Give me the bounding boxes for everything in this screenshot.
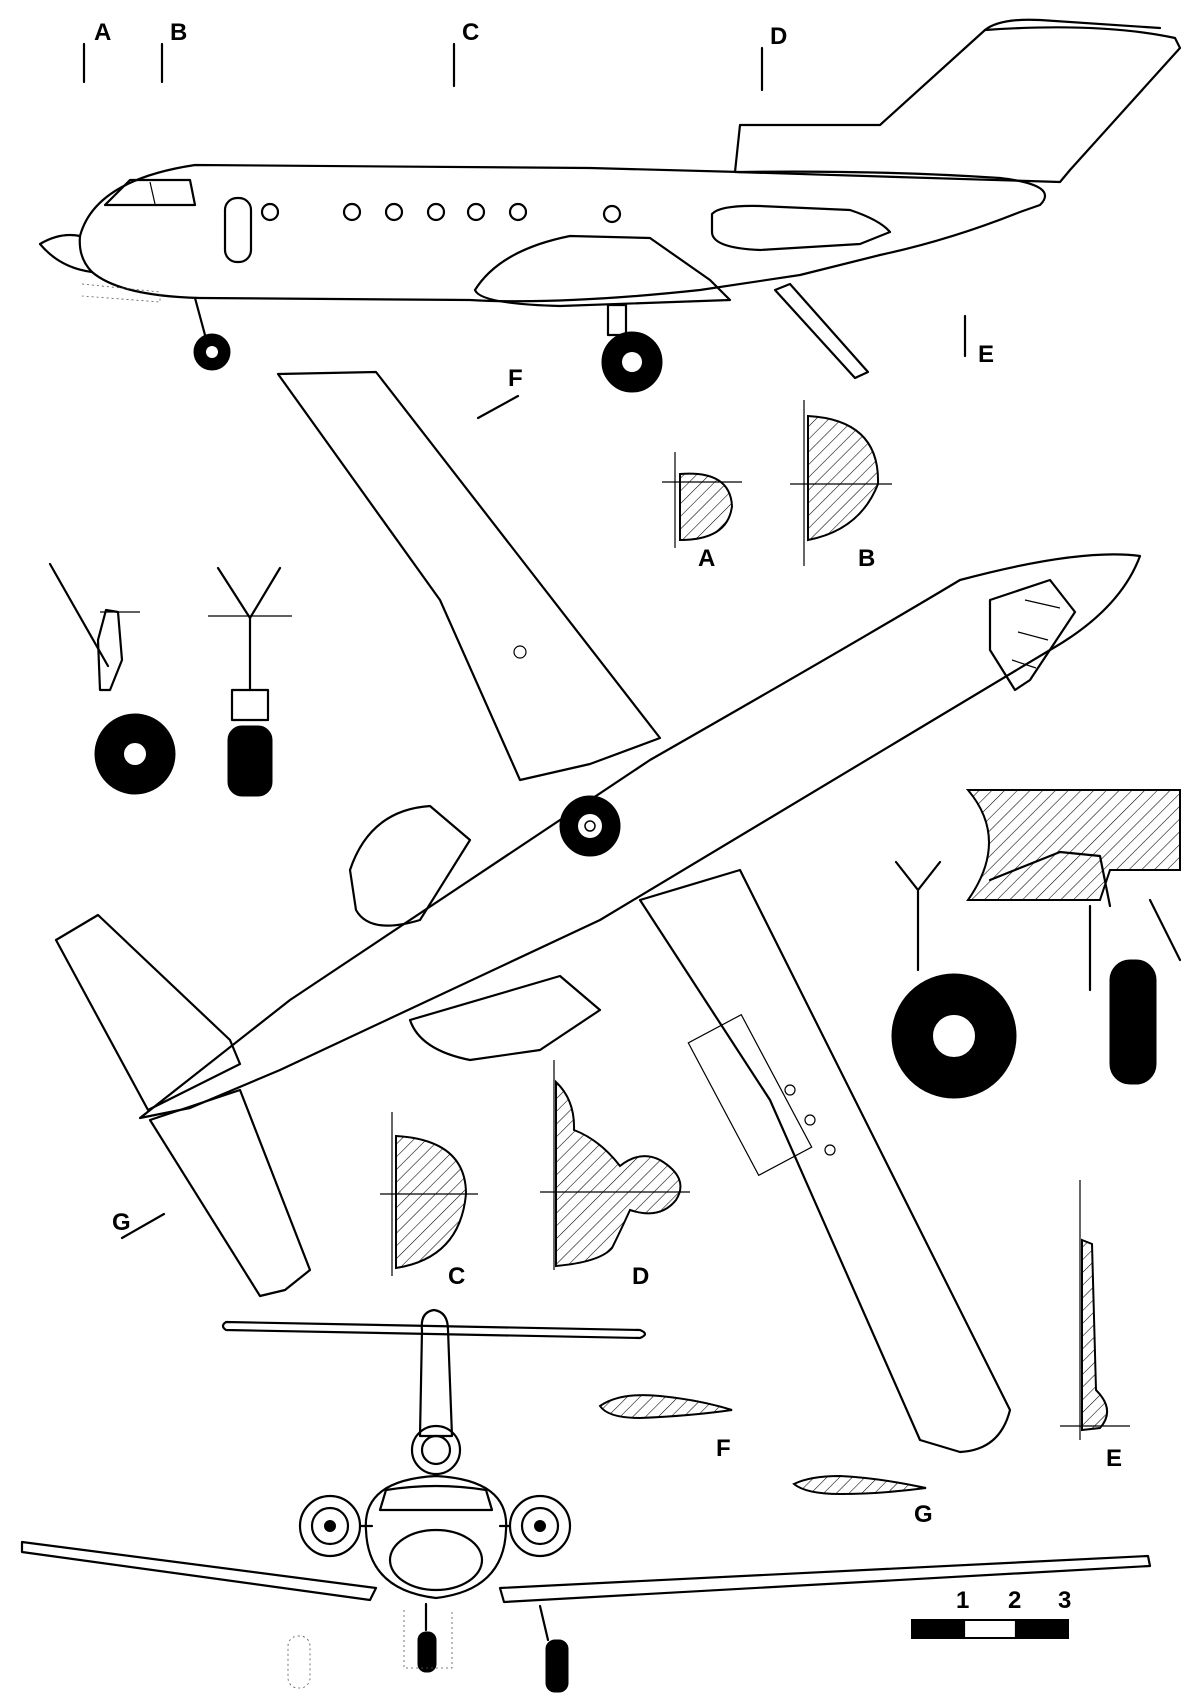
section-b-label: B (858, 545, 875, 572)
scale-tick-1: 1 (956, 1587, 969, 1614)
section-marker-b-label: B (170, 19, 187, 46)
main-gear-detail-front (965, 789, 1182, 1085)
cutline-f: F (476, 365, 523, 420)
plan-fuselage (138, 553, 1142, 1120)
scale-bar: 1 2 3 (911, 1587, 1071, 1640)
front-fin (418, 1308, 454, 1438)
aerofoil-f: F (598, 1394, 733, 1462)
front-engine-left (298, 1494, 374, 1558)
front-wing-right (498, 1554, 1152, 1604)
main-gear-detail-side (891, 860, 1017, 1099)
front-view (20, 1308, 1152, 1693)
nose-gear-detail-side (48, 562, 176, 795)
plan-main-wheel (559, 795, 621, 857)
plan-view: F G (54, 365, 1142, 1454)
section-marker-c: C (452, 19, 479, 88)
section-marker-a-label: A (94, 19, 111, 46)
plan-stabiliser-upper (54, 913, 242, 1112)
section-marker-b: B (160, 19, 187, 84)
front-engine-right (498, 1494, 572, 1558)
plan-left-wing (276, 370, 662, 782)
side-vertical-fin (733, 26, 1182, 184)
section-a: A (662, 452, 742, 572)
section-marker-c-label: C (462, 19, 479, 46)
aerofoil-g-label: G (914, 1501, 933, 1528)
side-ventral-stair (773, 282, 870, 380)
side-door (223, 196, 253, 264)
section-marker-e-label: E (978, 341, 994, 368)
side-view: A B C D E (38, 18, 1182, 393)
section-c-label: C (448, 1263, 465, 1290)
side-engine-nacelle (710, 204, 892, 252)
section-e: E (1060, 1180, 1130, 1472)
cutline-g-label: G (112, 1209, 131, 1236)
section-a-label: A (698, 545, 715, 572)
front-main-gear (538, 1604, 569, 1693)
plan-engine-lower (408, 974, 602, 1062)
front-centre-engine (410, 1424, 462, 1476)
side-windows (260, 202, 622, 224)
nose-gear-detail-front (208, 566, 292, 797)
section-d-label: D (632, 1263, 649, 1290)
section-marker-d-label: D (770, 23, 787, 50)
section-b: B (790, 400, 892, 572)
plan-stabiliser-lower (148, 1088, 312, 1298)
side-wing-fairing (473, 234, 732, 308)
front-wing-left (20, 1540, 378, 1602)
section-marker-e: E (963, 314, 994, 368)
side-main-gear (601, 303, 663, 393)
cutline-g: G (112, 1209, 166, 1240)
scale-tick-3: 3 (1058, 1587, 1071, 1614)
section-c: C (380, 1112, 478, 1290)
side-nose-gear (193, 296, 231, 371)
front-tailplane (221, 1320, 647, 1340)
aerofoil-g: G (792, 1474, 933, 1528)
plan-engine-upper (348, 804, 472, 927)
section-e-label: E (1106, 1445, 1122, 1472)
front-nose-gear (417, 1602, 437, 1673)
aerofoil-f-label: F (716, 1435, 731, 1462)
scale-tick-2: 2 (1008, 1587, 1021, 1614)
section-marker-d: D (760, 23, 787, 92)
front-fuselage (364, 1474, 508, 1600)
plan-right-wing (638, 868, 1012, 1454)
section-marker-a: A (82, 19, 111, 84)
cutline-f-label: F (508, 365, 523, 392)
section-d: D (540, 1060, 690, 1290)
